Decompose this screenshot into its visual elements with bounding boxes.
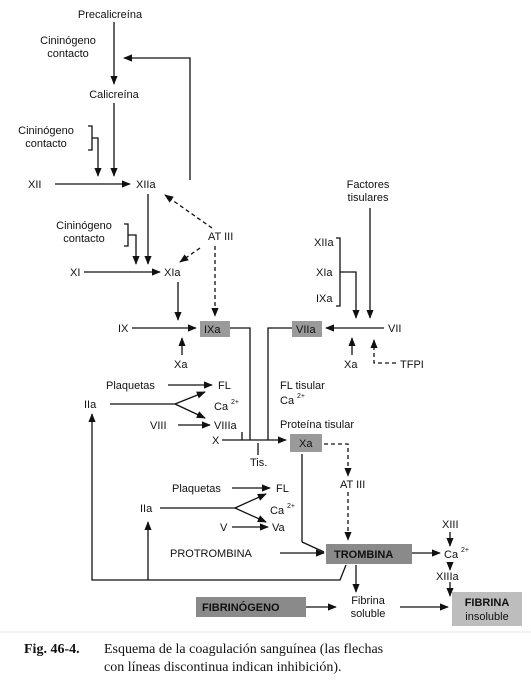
label-plaquetas1: Plaquetas: [106, 380, 155, 392]
label-fibrinogeno: FIBRINÓGENO: [202, 601, 280, 614]
ixa-box: [200, 321, 230, 337]
line-ixa-down: [230, 327, 251, 440]
label-xia: XIa: [164, 267, 181, 279]
inhibit-tfpi: [370, 339, 396, 364]
inhibit-at3-xa: [324, 443, 352, 477]
label-precalicreina: Precalicreína: [78, 9, 143, 21]
label-fibrina-soluble-b: soluble: [351, 608, 386, 620]
label-ca1-sup: 2+: [231, 399, 239, 406]
label-xa-small: Xa: [174, 359, 188, 371]
label-cininogeno3: Cininógeno: [56, 220, 112, 232]
inhibit-at3-xiia: [164, 194, 213, 229]
label-vii: VII: [388, 323, 401, 335]
fibrina-insoluble-box: [452, 592, 522, 626]
label-factores: Factores: [347, 179, 390, 191]
line-xa-join: [301, 541, 325, 553]
label-xiia: XIIa: [136, 179, 156, 191]
label-contacto2: contacto: [25, 138, 67, 150]
label-ca-tis: Ca: [280, 395, 295, 407]
label-ixa-right: IXa: [316, 293, 333, 305]
viia-box: [292, 321, 322, 337]
arrow-cininogeno3: [128, 234, 140, 265]
label-proteina-tisular: Proteína tisular: [280, 419, 354, 431]
label-ixa: IXa: [204, 324, 221, 336]
label-cininogeno1: Cininógeno: [40, 35, 96, 47]
label-ix: IX: [118, 323, 129, 335]
bracket-cininogeno3: [124, 223, 129, 247]
label-plaquetas2: Plaquetas: [172, 483, 221, 495]
label-va: Va: [272, 522, 286, 534]
label-xi: XI: [70, 267, 80, 279]
xa-center-box: [290, 434, 322, 452]
label-fibrina-soluble-a: Fibrina: [351, 595, 386, 607]
label-xiii: XIII: [442, 519, 459, 531]
label-tis: Tis.: [250, 457, 267, 469]
label-x: X: [212, 435, 220, 447]
label-ca2: Ca: [270, 505, 285, 517]
label-contacto3: contacto: [63, 233, 105, 245]
inhibit-at3-xia: [179, 247, 201, 263]
label-xiiia: XIIIa: [436, 571, 460, 583]
label-xa-center: Xa: [299, 438, 313, 450]
label-cininogeno2: Cininógeno: [18, 125, 74, 137]
bracket-cininogeno2: [88, 125, 93, 151]
label-protrombina: PROTROMBINA: [170, 548, 253, 560]
label-iia2: IIa: [140, 503, 153, 515]
label-at3-bottom: AT III: [340, 479, 365, 491]
label-viia: VIIa: [296, 324, 316, 336]
label-xa-right: Xa: [344, 359, 358, 371]
label-xii: XII: [28, 179, 41, 191]
label-ca3-sup: 2+: [461, 547, 469, 554]
arrow-iia1-up: [174, 391, 206, 405]
label-iia1: IIa: [84, 399, 97, 411]
caption-line1: Esquema de la coagulación sanguínea (las…: [104, 642, 383, 657]
arrow-iia1-down: [174, 403, 206, 419]
label-ca2-sup: 2+: [287, 503, 295, 510]
label-xia-right: XIa: [316, 267, 333, 279]
label-ca-tis-sup: 2+: [297, 393, 305, 400]
label-tisulares: tisulares: [348, 192, 389, 204]
label-fl1: FL: [218, 380, 231, 392]
label-at3-top: AT III: [208, 231, 233, 243]
label-contacto1: contacto: [47, 48, 89, 60]
label-ca3: Ca: [444, 549, 459, 561]
arrow-trombina-feedback-iia1: [88, 413, 347, 581]
line-viia-down: [267, 327, 292, 440]
label-fl2: FL: [276, 483, 289, 495]
trombina-box: [326, 544, 412, 564]
label-tfpi: TFPI: [400, 359, 424, 371]
label-ca1: Ca: [214, 401, 229, 413]
bracket-xiia-xia-ixa: [336, 237, 341, 307]
arrow-bracket-vii: [340, 271, 360, 319]
label-trombina: TROMBINA: [334, 549, 393, 561]
arrow-xiia-feedback: [123, 54, 191, 180]
label-fibrina-insoluble-a: FIBRINA: [465, 597, 510, 609]
label-fl-tisular: FL tisular: [280, 380, 325, 392]
label-v: V: [220, 522, 228, 534]
label-fibrina-insoluble-b: insoluble: [465, 611, 508, 623]
arrow-iia2-up: [234, 493, 267, 509]
label-calicreina: Calicreína: [89, 89, 139, 101]
label-xiia-right: XIIa: [314, 237, 334, 249]
arrow-cininogeno2: [92, 137, 102, 177]
arrow-iia2-down: [234, 507, 267, 523]
label-viiia: VIIIa: [214, 420, 238, 432]
fibrinogeno-box: [196, 597, 306, 617]
caption-label: Fig. 46-4.: [24, 642, 80, 657]
caption-line2: con líneas discontinua indican inhibició…: [104, 660, 342, 675]
label-viii: VIII: [150, 420, 167, 432]
